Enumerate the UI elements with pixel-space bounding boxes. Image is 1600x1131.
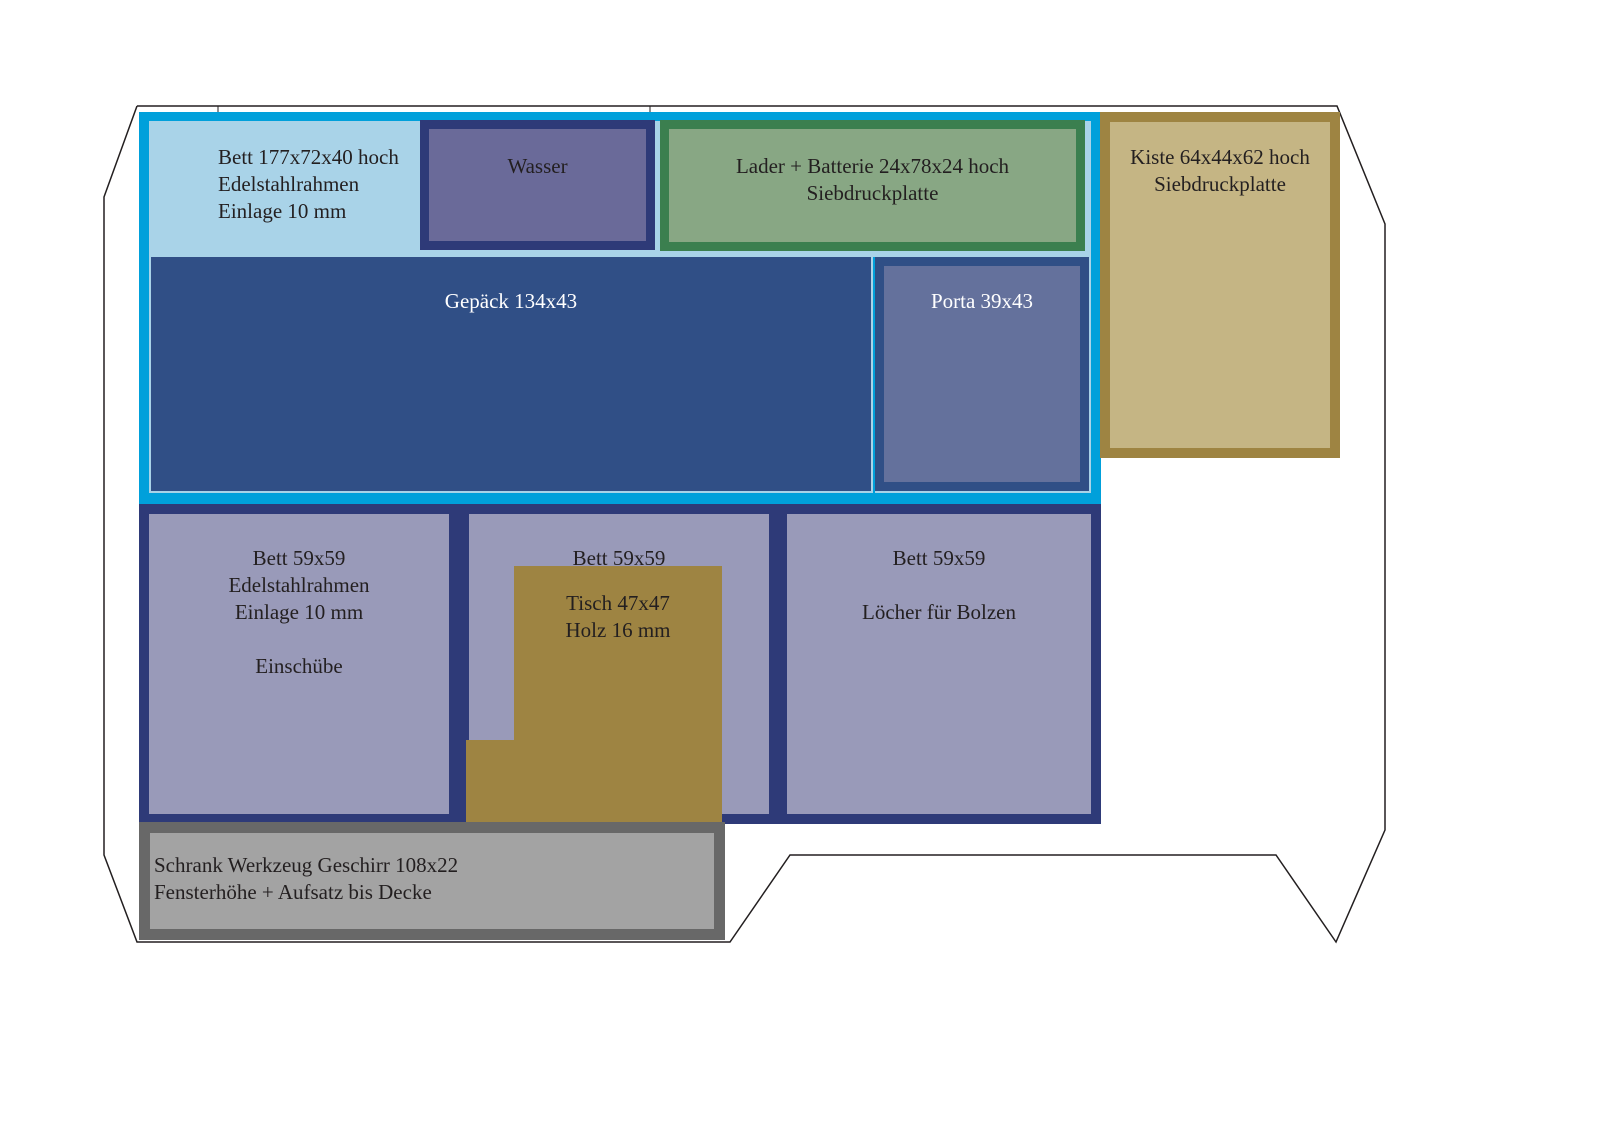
wasser-fill (429, 129, 646, 241)
bett-59-1: Bett 59x59 Edelstahlrahmen Einlage 10 mm… (149, 514, 449, 814)
kiste-fill (1110, 122, 1330, 448)
tisch-label: Tisch 47x47 Holz 16 mm (565, 591, 671, 642)
lader-fill (669, 129, 1076, 242)
schrank-area: Schrank Werkzeug Geschirr 108x22 Fenster… (139, 822, 725, 940)
wasser-label: Wasser (507, 154, 568, 178)
lader-batterie-area: Lader + Batterie 24x78x24 hoch Siebdruck… (660, 120, 1085, 251)
gepaeck-area: Gepäck 134x43 (149, 257, 873, 493)
lader-label: Lader + Batterie 24x78x24 hoch Siebdruck… (735, 154, 1010, 205)
bett-59-3-label: Bett 59x59 Löcher für Bolzen (862, 546, 1016, 624)
kiste-area: Kiste 64x44x62 hoch Siebdruckplatte (1100, 112, 1340, 458)
kiste-label: Kiste 64x44x62 hoch Siebdruckplatte (1130, 145, 1310, 196)
tisch-area-step (466, 740, 526, 825)
porta-area: Porta 39x43 (875, 257, 1091, 493)
bett-top-label: Bett 177x72x40 hoch Edelstahlrahmen Einl… (218, 145, 399, 223)
schrank-fill (150, 833, 714, 929)
porta-fill (884, 266, 1080, 482)
tisch-area (514, 566, 722, 825)
vehicle-outline-path (103, 105, 1386, 944)
porta-label: Porta 39x43 (930, 289, 1034, 313)
schrank-label: Schrank Werkzeug Geschirr 108x22 Fenster… (154, 853, 459, 904)
wasser-area: Wasser (420, 120, 655, 250)
gepaeck-label: Gepäck 134x43 (444, 289, 578, 313)
bett-59-3: Bett 59x59 Löcher für Bolzen (787, 514, 1091, 814)
bett-59-1-label: Bett 59x59 Edelstahlrahmen Einlage 10 mm… (228, 546, 370, 678)
